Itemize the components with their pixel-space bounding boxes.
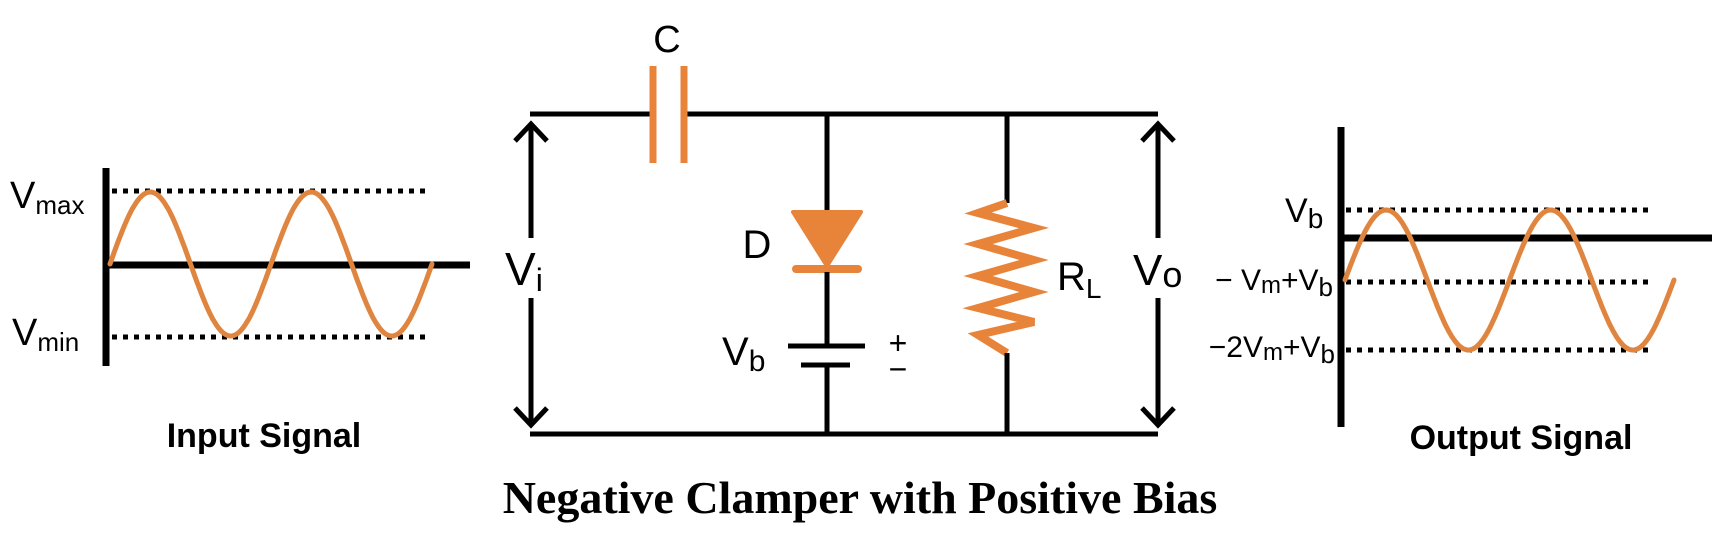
clamper-circuit: C D Vb + − RL xyxy=(505,19,1182,437)
resistor-label: RL xyxy=(1057,255,1101,304)
vi-arrow-head-up xyxy=(513,120,549,143)
battery-label: Vb xyxy=(722,330,765,378)
diode-label: D xyxy=(743,223,772,267)
output-signal-caption: Output Signal xyxy=(1410,419,1633,457)
output-vb-label: Vb xyxy=(1285,192,1323,234)
capacitor-label: C xyxy=(653,19,680,61)
input-sine-wave xyxy=(107,189,435,339)
diode-branch: D Vb + − xyxy=(722,114,907,434)
resistor-branch: RL xyxy=(962,114,1101,434)
output-sine-wave xyxy=(1342,207,1677,353)
vo-arrow-head-up xyxy=(1140,120,1176,143)
input-voltage-label: Vi xyxy=(505,243,543,298)
battery-plus-sign: + xyxy=(889,325,908,361)
input-vmin-label: Vmin xyxy=(12,312,79,357)
output-bottom-label: −2Vm+Vb xyxy=(1209,331,1335,369)
battery-minus-sign: − xyxy=(889,351,908,387)
input-voltage-arrow: Vi xyxy=(505,120,549,429)
capacitor: C xyxy=(649,19,688,163)
output-mid-label: − Vm+Vb xyxy=(1215,264,1333,302)
output-voltage-arrow: Vo xyxy=(1133,120,1182,429)
output-voltage-label: Vo xyxy=(1133,246,1182,295)
input-signal-caption: Input Signal xyxy=(167,417,362,455)
input-vmax-label: Vmax xyxy=(10,175,84,220)
diagram-title: Negative Clamper with Positive Bias xyxy=(503,472,1218,523)
resistor-zigzag xyxy=(962,199,1049,357)
input-signal-graph: Vmax Vmin Input Signal xyxy=(10,168,470,455)
output-signal-graph: Vb − Vm+Vb −2Vm+Vb Output Signal xyxy=(1209,127,1712,457)
diode-triangle xyxy=(791,210,863,268)
vi-arrow-head-down xyxy=(513,406,549,429)
vo-arrow-head-down xyxy=(1140,406,1176,429)
